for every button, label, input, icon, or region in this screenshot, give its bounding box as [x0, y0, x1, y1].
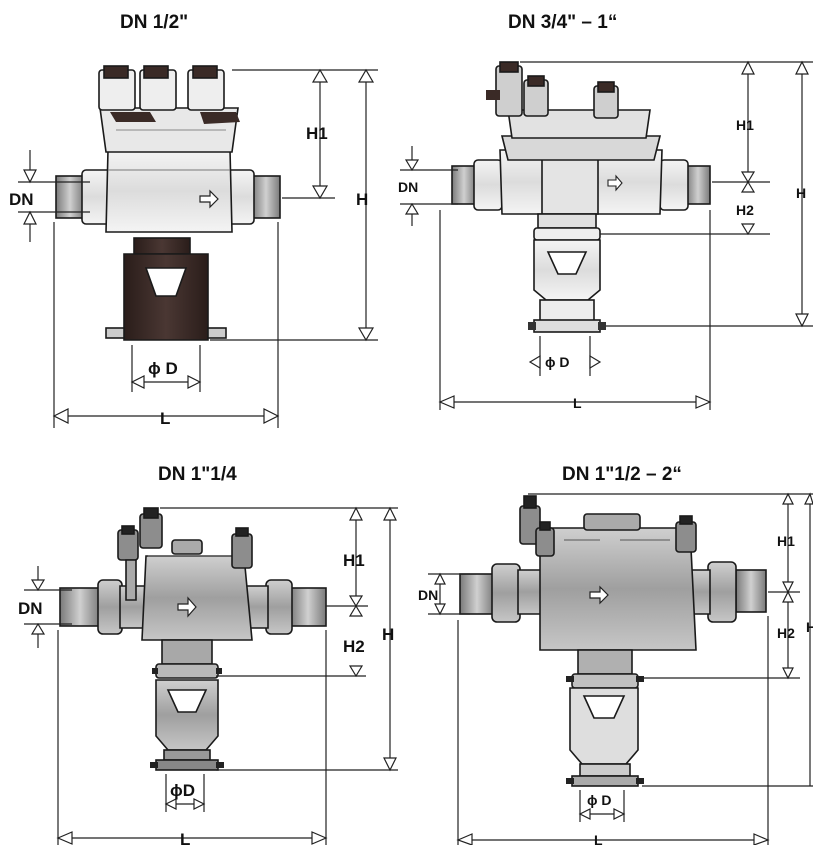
panel-title: DN 1/2" [120, 12, 188, 33]
dn-label: DN [9, 190, 34, 209]
panel-dn-one-quarter: DN 1"1/4 [18, 464, 398, 845]
h-dimensions: H1 H2 H [520, 60, 813, 328]
l-label: L [573, 395, 582, 411]
valve-drawing [459, 495, 767, 787]
valve-drawing [55, 65, 281, 341]
d-label: ϕ D [545, 354, 570, 370]
panel-dn-three-quarter-one: DN 3/4" – 1“ [398, 12, 813, 411]
panel-title: DN 1"1/2 – 2“ [562, 464, 682, 485]
h-label: H [356, 190, 368, 209]
d-dimension: ϕ D [528, 336, 602, 376]
dn-dimension: DN [398, 146, 458, 226]
d-label: ϕD [170, 781, 195, 800]
dn-label: DN [398, 179, 418, 195]
l-dimension: L [56, 630, 328, 845]
d-dimension: ϕ D [130, 345, 202, 392]
h-label: H [382, 625, 394, 644]
l-dimension: L [438, 210, 712, 411]
panel-dn-one-half-two: DN 1"1/2 – 2“ [418, 464, 813, 845]
d-label: ϕ D [148, 359, 178, 378]
h1-label: H1 [736, 117, 754, 133]
panel-title: DN 1"1/4 [158, 464, 237, 485]
h1-label: H1 [343, 551, 365, 570]
dn-dimension: DN [418, 572, 470, 616]
h1-label: H1 [306, 124, 328, 143]
panel-dn-half: DN 1/2" [9, 12, 378, 428]
l-label: L [160, 409, 170, 428]
valve-drawing [451, 61, 711, 333]
h1-label: H1 [777, 533, 795, 549]
panel-title: DN 3/4" – 1“ [508, 12, 617, 33]
dn-label: DN [18, 599, 43, 618]
h2-label: H2 [736, 202, 754, 218]
h-label: H [806, 619, 813, 635]
l-dimension: L [52, 222, 280, 428]
h-dimensions: H1 H2 H [160, 506, 398, 772]
h-label: H [796, 185, 806, 201]
valve-drawing [59, 507, 327, 771]
dn-label: DN [418, 587, 438, 603]
d-dimension: ϕD [164, 774, 206, 812]
h-dimensions: H1 H2 H [528, 492, 813, 787]
dn-dimension: DN [18, 566, 72, 648]
l-dimension: L [456, 616, 770, 845]
l-label: L [594, 832, 603, 845]
dn-dimension: DN [9, 150, 90, 242]
d-dimension: ϕ D [578, 790, 626, 822]
d-label: ϕ D [587, 792, 612, 808]
h2-label: H2 [777, 625, 795, 641]
l-label: L [180, 830, 190, 845]
h2-label: H2 [343, 637, 365, 656]
h-dimensions: H1 H [210, 68, 378, 342]
